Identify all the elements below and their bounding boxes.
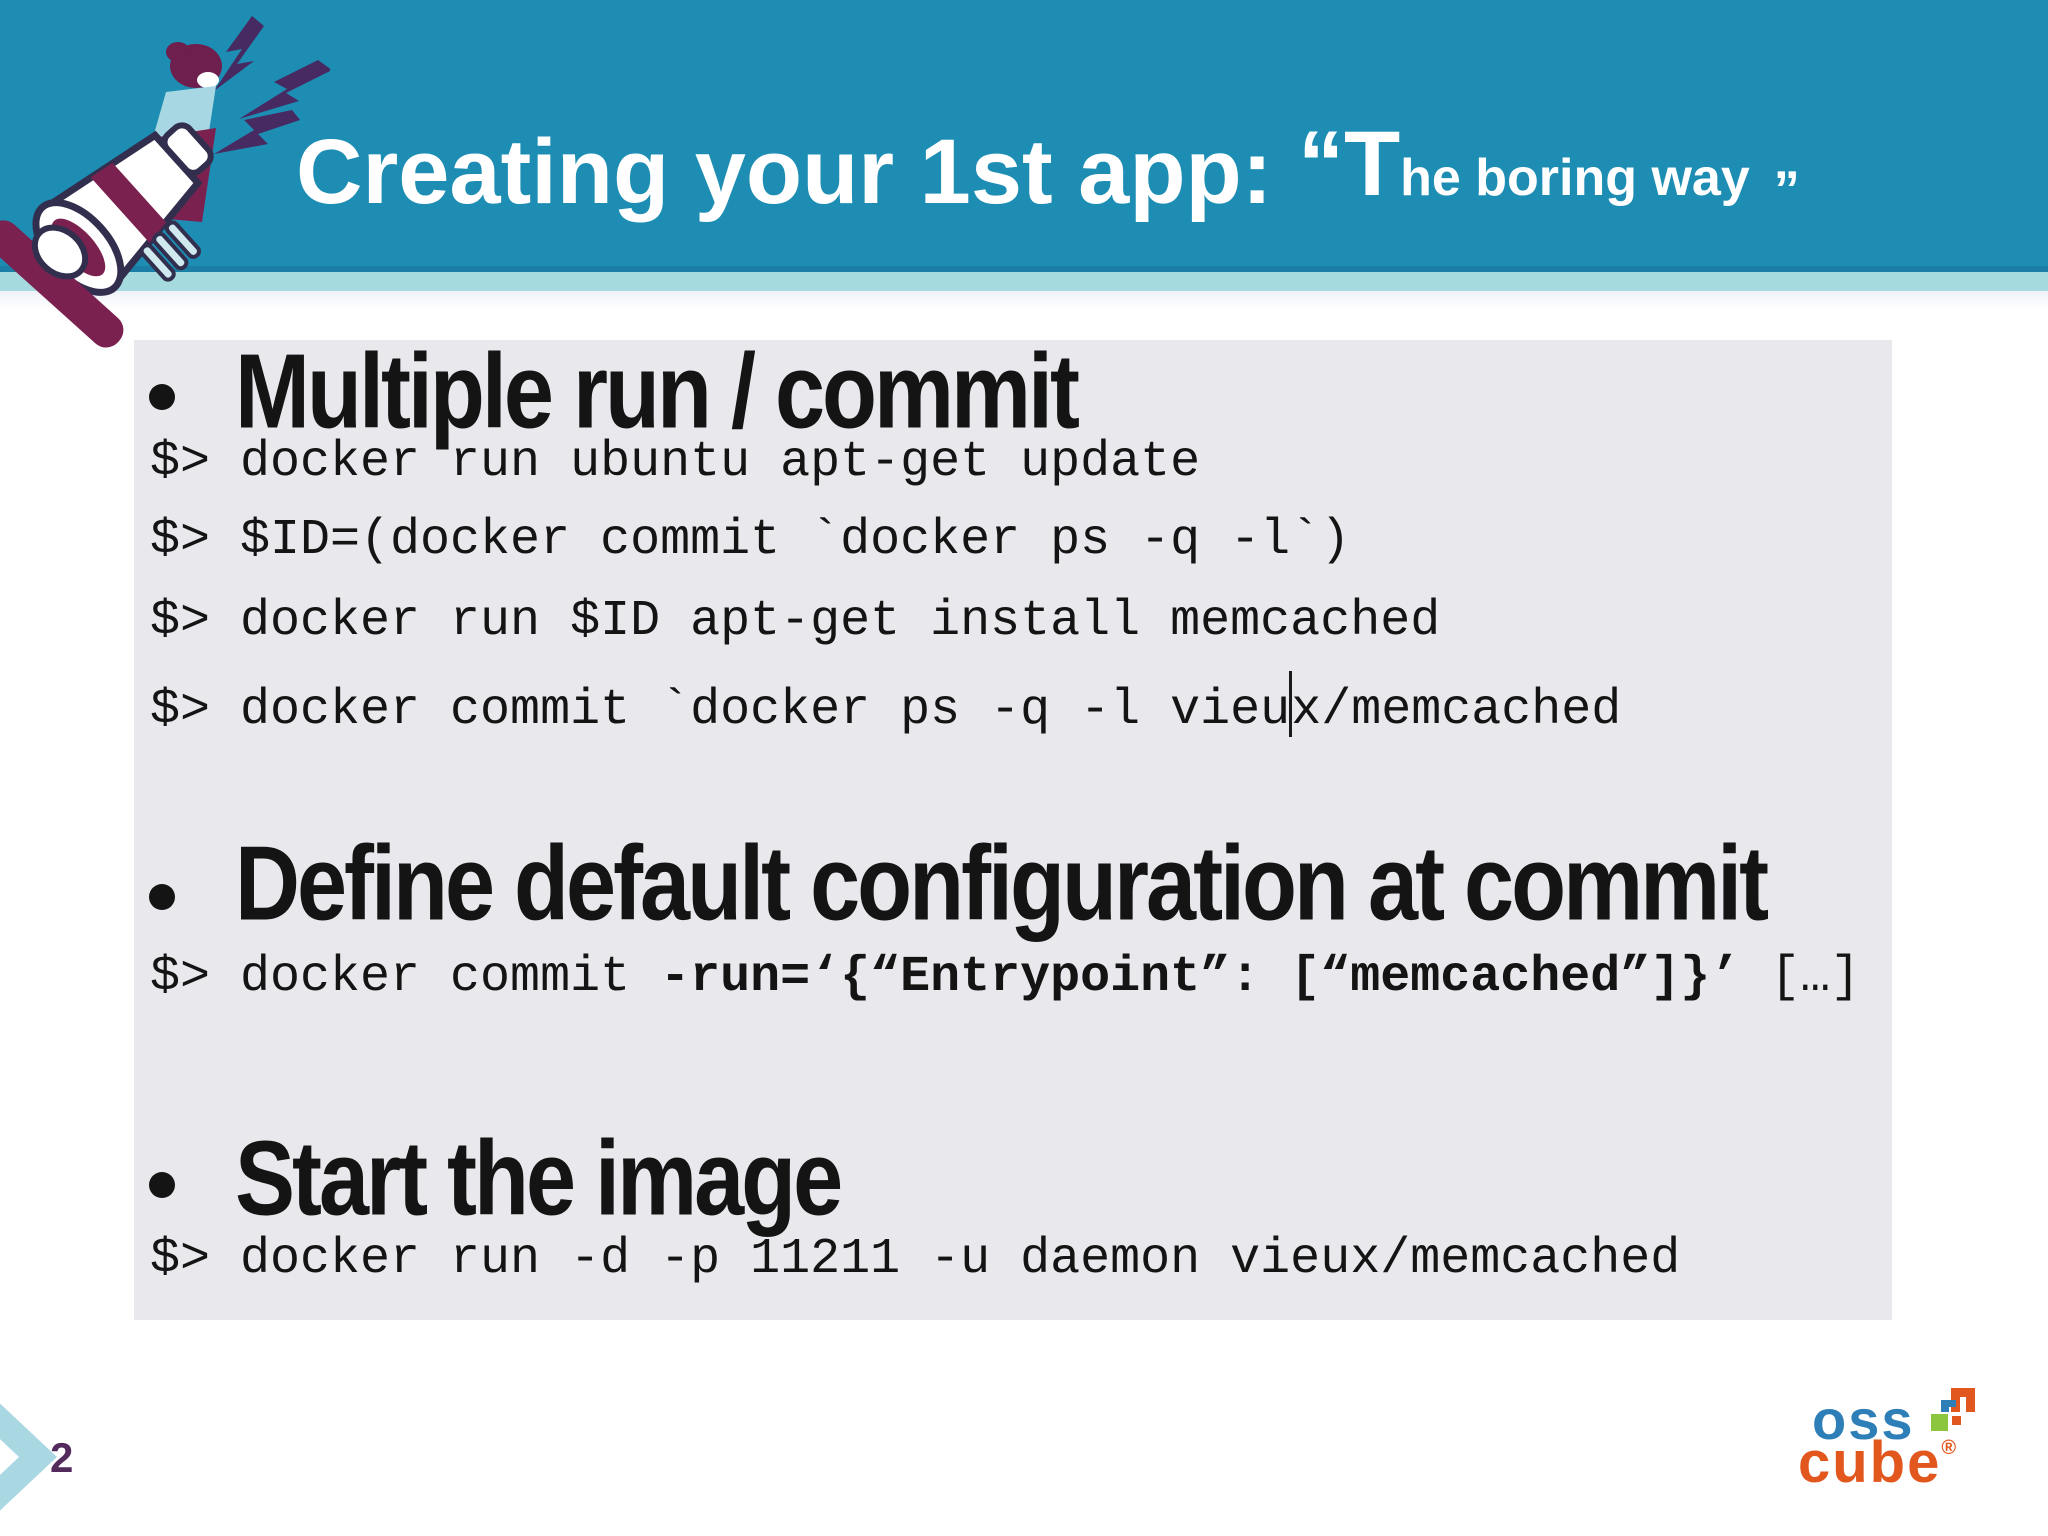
bullet-heading-define-default-configuration: Define default configuration at commit	[235, 825, 1769, 944]
title-banner	[0, 0, 2048, 266]
code-prefix: $> docker commit	[150, 949, 661, 1006]
chevron-right-icon	[0, 1403, 57, 1511]
code-after-cursor: x/memcached	[1291, 682, 1622, 739]
bullet-dot	[149, 884, 175, 910]
code-line: $> docker run $ID apt-get install memcac…	[150, 593, 1441, 650]
code-line: $> $ID=(docker commit `docker ps -q -l`)	[150, 512, 1351, 569]
content-panel: Multiple run / commit $> docker run ubun…	[134, 333, 1892, 1320]
logo-text-cube: cube	[1798, 1430, 1942, 1495]
page-number: 2	[50, 1434, 74, 1481]
banner-light-band	[0, 272, 2048, 291]
osscube-cube-icon	[1930, 1388, 1975, 1431]
code-suffix: […]	[1740, 949, 1861, 1006]
registered-trademark: ®	[1941, 1437, 1957, 1459]
title-big-t: “T	[1297, 113, 1401, 215]
bullet-heading-start-the-image: Start the image	[235, 1120, 843, 1239]
logo-text-oss: oss	[1812, 1388, 1915, 1451]
title-main: Creating your 1st app:	[296, 121, 1298, 223]
banner-edge-line	[0, 266, 2048, 272]
megaphone-illustration	[0, 16, 330, 348]
code-bold-run-flag: -run=‘{“Entrypoint”: [“memcached”]}’	[660, 949, 1741, 1006]
bullet-dot	[149, 1172, 175, 1198]
osscube-logo: oss cube®	[1798, 1388, 2018, 1495]
banner-pale-band	[0, 291, 2048, 309]
title-closing-quote: ”	[1773, 161, 1800, 219]
code-line: $> docker run -d -p 11211 -u daemon vieu…	[150, 1231, 1681, 1288]
code-line: $> docker commit `docker ps -q -l vieux/…	[150, 671, 1621, 737]
title-small: he boring way	[1400, 149, 1750, 207]
bullet-heading-multiple-run-commit: Multiple run / commit	[235, 333, 1080, 452]
code-line: $> docker run ubuntu apt-get update	[150, 434, 1201, 491]
code-before-cursor: $> docker commit `docker ps -q -l vieu	[150, 682, 1291, 739]
bullet-dot	[149, 384, 175, 410]
text-cursor	[1289, 671, 1293, 737]
code-line: $> docker commit -run=‘{“Entrypoint”: [“…	[150, 953, 1860, 1003]
